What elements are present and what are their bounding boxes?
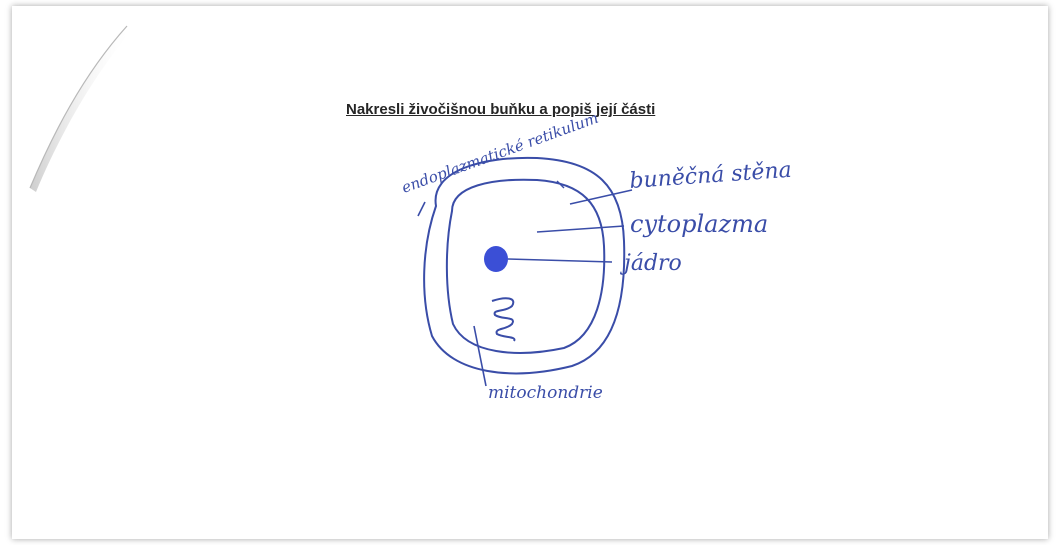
label-cytoplasm: cytoplazma bbox=[630, 210, 768, 238]
page-curl-shadow bbox=[29, 25, 134, 192]
er-tick-mark bbox=[556, 180, 565, 189]
worksheet-title: Nakresli živočišnou buňku a popiš její č… bbox=[346, 101, 656, 118]
cell-inner-membrane bbox=[445, 178, 606, 354]
label-cell-wall: buněčná stěna bbox=[629, 158, 793, 194]
nucleus-pointer-line bbox=[507, 258, 613, 263]
label-nucleus: jádro bbox=[619, 251, 682, 276]
cell-drawing: endoplazmatické retikulum buněčná stěna … bbox=[399, 109, 793, 403]
mitochondria-shape bbox=[491, 297, 516, 342]
label-er: endoplazmatické retikulum bbox=[399, 109, 600, 197]
worksheet-page: Nakresli živočišnou buňku a popiš její č… bbox=[12, 6, 1048, 539]
mitochondria-pointer-line bbox=[473, 325, 487, 387]
nucleus-shape bbox=[484, 246, 508, 272]
cell-outer-membrane bbox=[423, 156, 626, 375]
er-pointer-line bbox=[417, 201, 426, 217]
cytoplasm-pointer-line bbox=[536, 225, 625, 233]
label-mitochondria: mitochondrie bbox=[488, 383, 603, 403]
cell-wall-pointer-line bbox=[569, 189, 633, 205]
